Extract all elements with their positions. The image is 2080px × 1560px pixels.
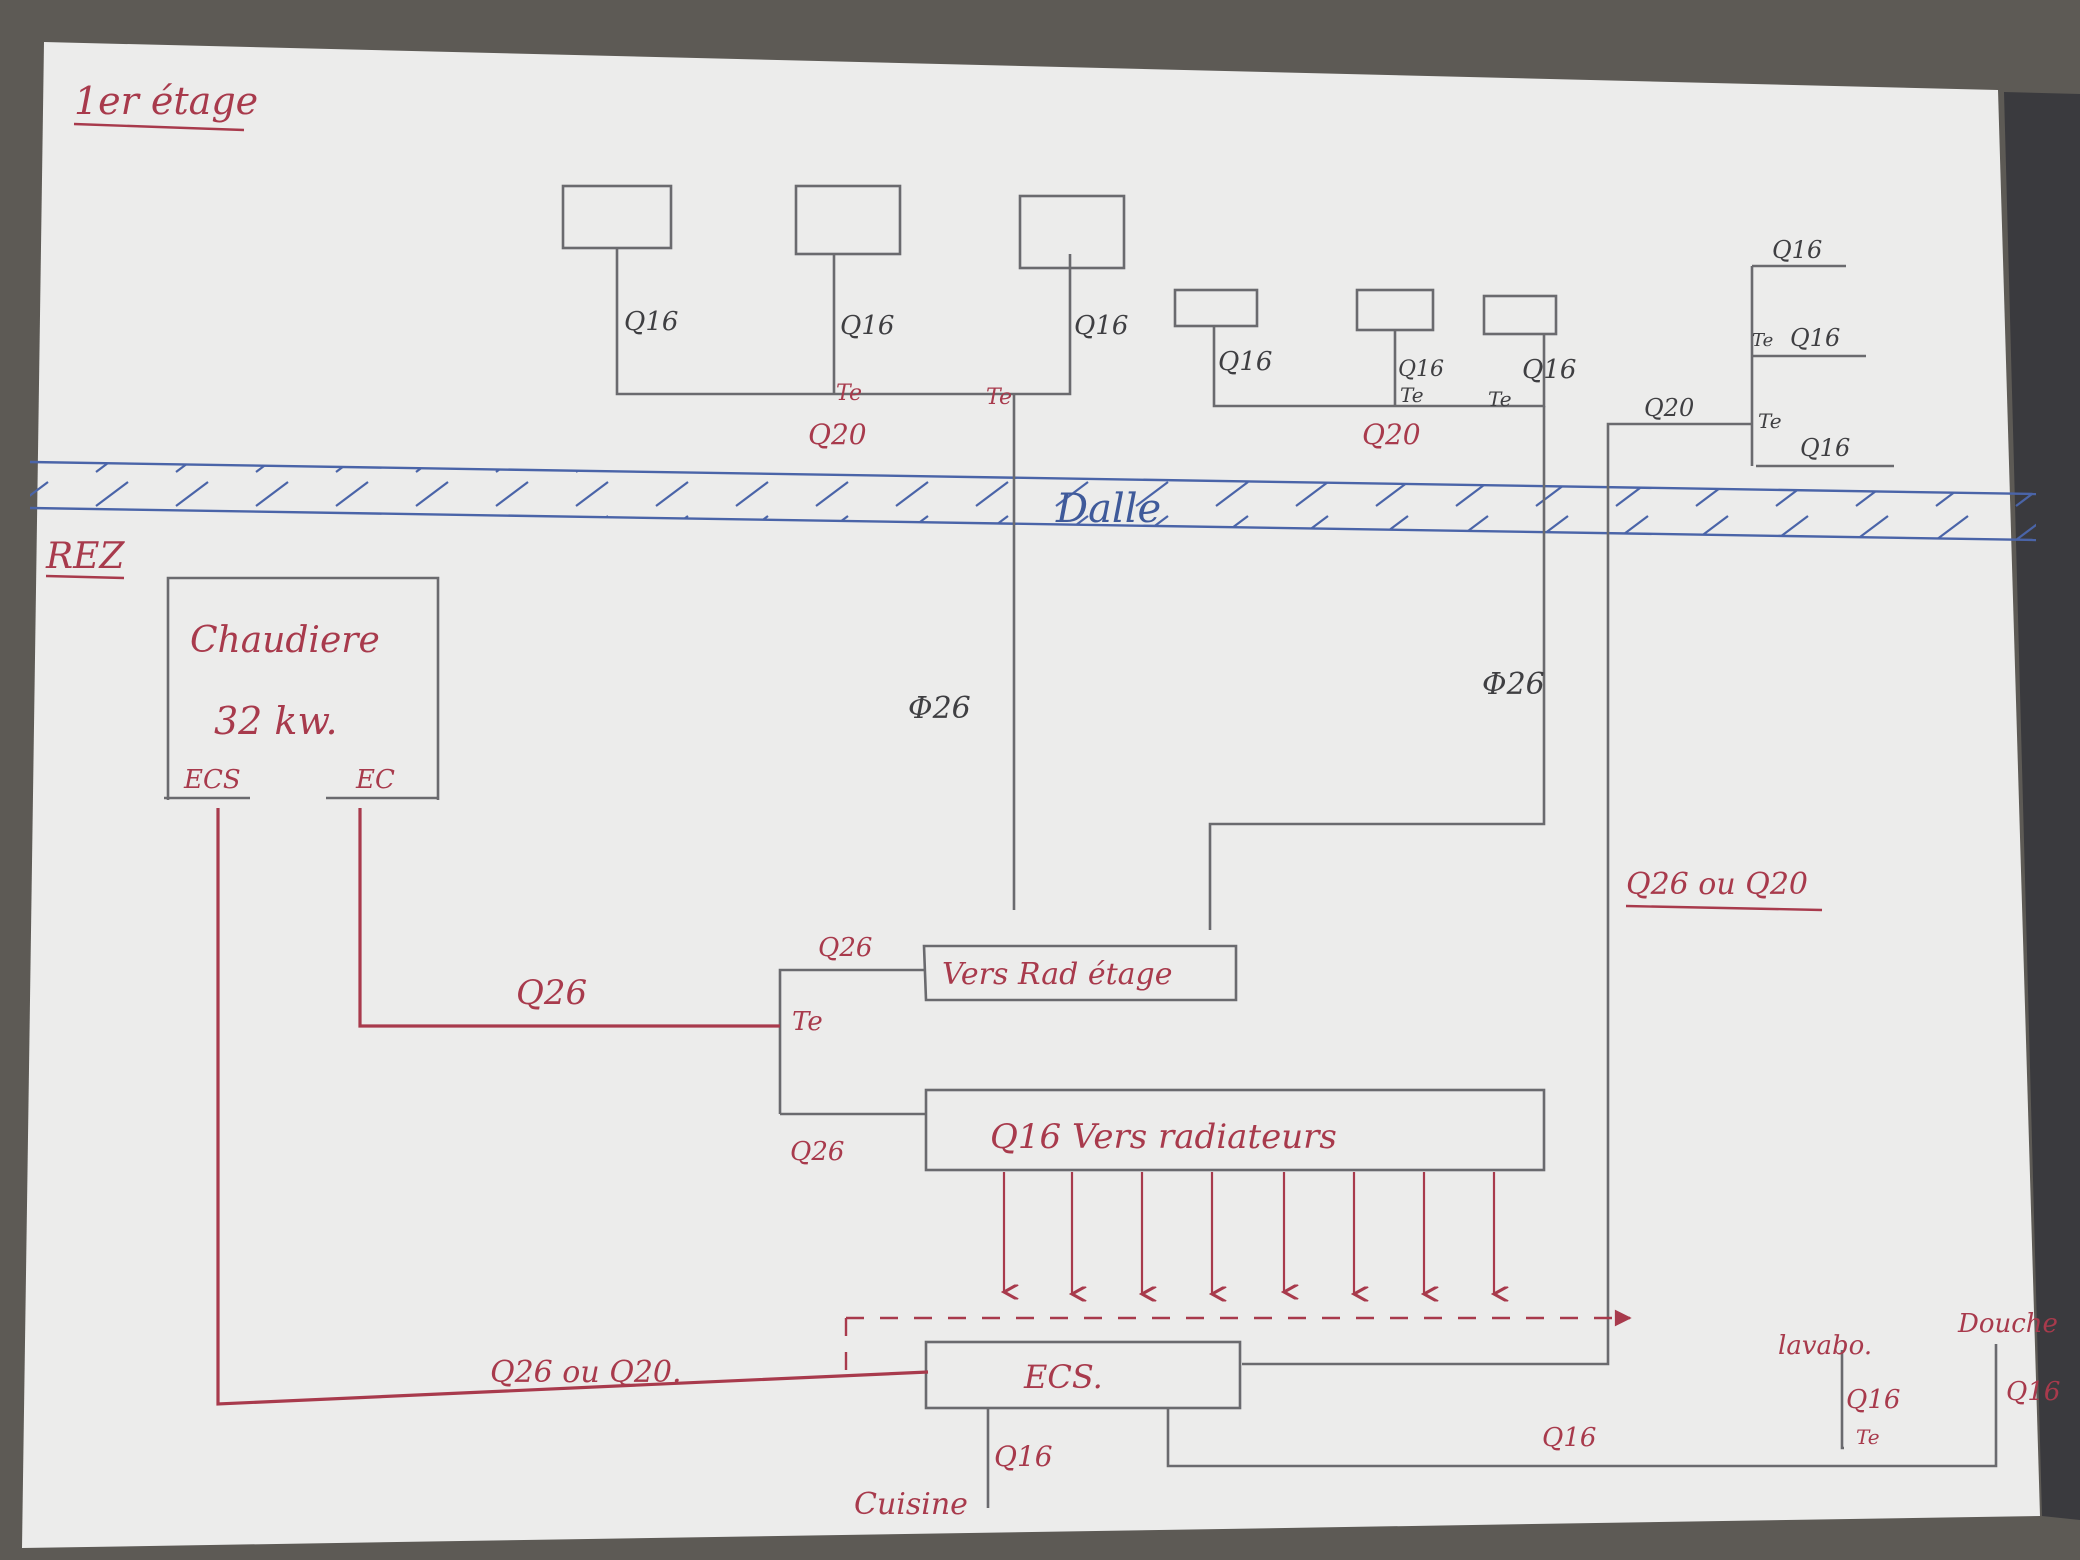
- tee-label: Te: [836, 381, 862, 406]
- pipe-label: Q16: [1542, 1423, 1596, 1453]
- boiler-power: 32 kw.: [214, 699, 338, 743]
- paper-sheet: [22, 42, 2040, 1548]
- pipe-label: Q16: [840, 311, 894, 341]
- manifold-label-radiators: Q16 Vers radiateurs: [990, 1117, 1337, 1157]
- slab-label: Dalle: [1055, 486, 1161, 532]
- pipe-dhw-riser: [1242, 422, 1752, 1366]
- pipe-label: Φ26: [1482, 667, 1545, 702]
- red-pipes: [216, 808, 929, 1406]
- tee-label: Te: [986, 385, 1012, 410]
- floor-label-ground: REZ: [45, 536, 125, 577]
- tee-label: Te: [1400, 383, 1424, 407]
- pipe: [1840, 1350, 1844, 1450]
- pipe-label: Q16: [1398, 357, 1444, 382]
- outlet-label-toilet: lavabo.: [1778, 1331, 1872, 1361]
- radiator-box: [1482, 294, 1558, 336]
- radiator-box: [794, 184, 902, 256]
- boiler-title: Chaudiere: [190, 620, 380, 661]
- pipe-label: Q16: [1846, 1385, 1900, 1415]
- manifold-box: [922, 944, 1238, 1002]
- floor-label-underline: [45, 574, 125, 580]
- pipe-label: Q16: [1218, 347, 1272, 377]
- return-dashed-line: [844, 1309, 1632, 1378]
- pipe-label: Q26: [516, 973, 587, 1013]
- manifold-label-dhw: ECS.: [1023, 1358, 1103, 1396]
- pipe: [778, 968, 926, 1114]
- floor-label-underline: [73, 122, 245, 132]
- pipe-label: Q26 ou Q20: [1626, 867, 1808, 902]
- boiler-outlet-heating: EC: [355, 765, 395, 795]
- pipe: [615, 248, 1072, 396]
- pipe-label-underline: [1625, 904, 1823, 912]
- pipe-label: Q20: [808, 418, 867, 451]
- pipe-label: Q16: [1790, 324, 1840, 352]
- manifold-box: [924, 1088, 1546, 1172]
- boiler-outlet-dhw: ECS: [183, 765, 241, 795]
- pipe-label: Q20: [1644, 394, 1694, 422]
- manifold-label-upper-floor: Vers Rad étage: [942, 957, 1173, 992]
- floor-slab: [29, 460, 2037, 542]
- pipe-label: Q16: [624, 307, 678, 337]
- pipe-dhw-supply: [216, 808, 929, 1406]
- pipe-label: Q16: [2006, 1377, 2060, 1407]
- radiator-box: [1018, 194, 1126, 270]
- pipe-label: Φ26: [908, 691, 971, 726]
- upper-floor-network: [561, 184, 1894, 1366]
- tee-label: Te: [1488, 387, 1512, 411]
- outlet-label-shower: Douche: [1957, 1309, 2058, 1339]
- dhw-box: [924, 1340, 1242, 1410]
- pipe: [1166, 1344, 1998, 1468]
- pipe-label: Q16: [994, 1440, 1053, 1473]
- radiator-drops: [1004, 1172, 1494, 1294]
- binder-edge: [2004, 92, 2080, 1520]
- tee-label: Te: [1752, 330, 1773, 351]
- pipe-label: Q26: [818, 933, 872, 963]
- pipe-label: Q16: [1074, 311, 1128, 341]
- boiler-box: [166, 576, 440, 800]
- floor-label-upper: 1er étage: [74, 79, 258, 123]
- ground-floor-network: [164, 576, 1998, 1508]
- tee-label: Te: [792, 1007, 823, 1037]
- tee-label: Te: [1758, 409, 1782, 433]
- pipe-riser: [1208, 406, 1546, 930]
- pipe-heating-supply: [358, 808, 780, 1028]
- pipe-label: Q16: [1772, 236, 1822, 264]
- radiator-box: [1173, 288, 1259, 328]
- pipe-label: Q20: [1362, 418, 1421, 451]
- pipe-label: Q26: [790, 1137, 844, 1167]
- pipe: [1212, 326, 1546, 408]
- pipe-label: Q26 ou Q20.: [490, 1355, 682, 1390]
- outlet-label-kitchen: Cuisine: [854, 1487, 968, 1522]
- pipe-label: Q16: [1800, 434, 1850, 462]
- tee-label: Te: [1856, 1425, 1880, 1449]
- pipe-label: Q16: [1522, 355, 1576, 385]
